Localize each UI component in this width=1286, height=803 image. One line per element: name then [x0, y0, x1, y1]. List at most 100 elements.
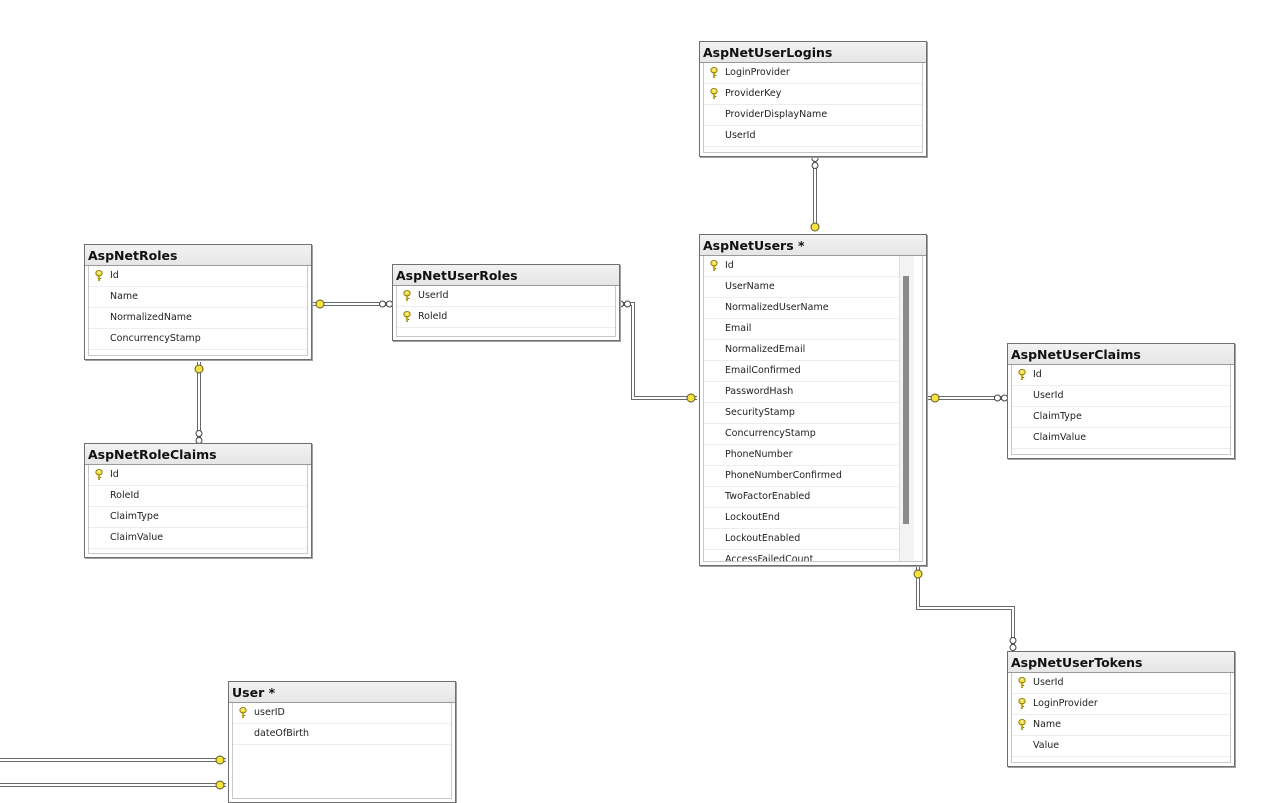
one-end-marker: [315, 299, 325, 309]
table-title[interactable]: AspNetUserTokens: [1008, 652, 1234, 673]
column-row[interactable]: LockoutEnd: [704, 508, 900, 529]
table-title[interactable]: AspNetUserClaims: [1008, 344, 1234, 365]
column-row[interactable]: AccessFailedCount: [704, 550, 900, 561]
table-title[interactable]: AspNetUserLogins: [700, 42, 926, 63]
column-row[interactable]: ClaimType: [1012, 407, 1230, 428]
relationship-line[interactable]: [913, 566, 1017, 651]
column-row[interactable]: ConcurrencyStamp: [704, 424, 900, 445]
relationship-line[interactable]: [0, 780, 226, 790]
relationship-line[interactable]: [810, 155, 820, 232]
many-end-marker: [994, 394, 1001, 402]
column-row[interactable]: Name: [1012, 715, 1230, 736]
column-row[interactable]: NormalizedName: [89, 308, 307, 329]
column-row[interactable]: Id: [89, 266, 307, 287]
column-row[interactable]: NormalizedEmail: [704, 340, 900, 361]
relationship-line[interactable]: [927, 393, 1008, 403]
column-name: ConcurrencyStamp: [110, 333, 201, 344]
row-selector: [707, 553, 721, 561]
many-end-marker: [1009, 637, 1017, 644]
column-row[interactable]: PasswordHash: [704, 382, 900, 403]
table-title[interactable]: AspNetUserRoles: [393, 265, 619, 286]
primary-key-icon: [707, 66, 721, 79]
table-title[interactable]: AspNetRoles: [85, 245, 311, 266]
column-row[interactable]: ClaimValue: [89, 528, 307, 549]
column-name: UserId: [1033, 390, 1064, 401]
one-end-marker: [215, 780, 225, 790]
column-row[interactable]: LoginProvider: [1012, 694, 1230, 715]
column-row[interactable]: ProviderKey: [704, 84, 922, 105]
column-name: Id: [725, 260, 734, 271]
row-selector: [707, 511, 721, 524]
row-selector: [707, 532, 721, 545]
column-row[interactable]: EmailConfirmed: [704, 361, 900, 382]
column-row[interactable]: UserId: [1012, 386, 1230, 407]
column-row[interactable]: SecurityStamp: [704, 403, 900, 424]
relationship-line[interactable]: [312, 299, 393, 309]
row-selector: [707, 469, 721, 482]
column-row[interactable]: Value: [1012, 736, 1230, 757]
relationship-line[interactable]: [0, 755, 226, 765]
column-row[interactable]: RoleId: [89, 486, 307, 507]
column-row[interactable]: LockoutEnabled: [704, 529, 900, 550]
relationship-line[interactable]: [194, 362, 204, 444]
column-row[interactable]: RoleId: [397, 307, 615, 328]
column-row[interactable]: ConcurrencyStamp: [89, 329, 307, 350]
column-row[interactable]: NormalizedUserName: [704, 298, 900, 319]
column-row[interactable]: UserId: [1012, 673, 1230, 694]
column-name: ProviderDisplayName: [725, 109, 828, 120]
table-title[interactable]: AspNetRoleClaims: [85, 444, 311, 465]
column-name: RoleId: [418, 311, 448, 322]
column-row[interactable]: Id: [704, 256, 900, 277]
column-row[interactable]: Name: [89, 287, 307, 308]
column-row[interactable]: dateOfBirth: [233, 724, 451, 745]
column-row[interactable]: PhoneNumber: [704, 445, 900, 466]
column-row[interactable]: LoginProvider: [704, 63, 922, 84]
column-name: Id: [1033, 369, 1042, 380]
row-selector: [236, 727, 250, 740]
relationship-line[interactable]: [617, 300, 698, 403]
column-row[interactable]: ProviderDisplayName: [704, 105, 922, 126]
column-row[interactable]: Email: [704, 319, 900, 340]
column-name: SecurityStamp: [725, 407, 795, 418]
one-end-marker: [913, 569, 923, 579]
column-row[interactable]: TwoFactorEnabled: [704, 487, 900, 508]
row-selector: [1015, 410, 1029, 423]
primary-key-icon: [92, 468, 106, 481]
column-name: PhoneNumber: [725, 449, 793, 460]
column-name: UserId: [418, 290, 449, 301]
table-title[interactable]: User *: [229, 682, 455, 703]
column-row[interactable]: UserName: [704, 277, 900, 298]
row-selector: [707, 108, 721, 121]
column-name: Name: [1033, 719, 1062, 730]
table-title[interactable]: AspNetUsers *: [700, 235, 926, 256]
row-selector: [707, 427, 721, 440]
column-row[interactable]: Id: [89, 465, 307, 486]
row-selector: [707, 490, 721, 503]
column-row[interactable]: ClaimValue: [1012, 428, 1230, 449]
primary-key-icon: [707, 259, 721, 272]
column-name: userID: [254, 707, 285, 718]
row-selector: [92, 290, 106, 303]
many-end-marker: [379, 300, 386, 308]
table-user[interactable]: User * userID dateOfBirth: [228, 681, 456, 803]
vertical-scrollbar[interactable]: [899, 256, 914, 561]
primary-key-icon: [236, 706, 250, 719]
scrollbar-thumb[interactable]: [903, 276, 909, 524]
column-row[interactable]: UserId: [704, 126, 922, 147]
column-row[interactable]: PhoneNumberConfirmed: [704, 466, 900, 487]
column-row[interactable]: Id: [1012, 365, 1230, 386]
column-row[interactable]: ClaimType: [89, 507, 307, 528]
column-row[interactable]: userID: [233, 703, 451, 724]
column-name: Id: [110, 270, 119, 281]
column-row[interactable]: UserId: [397, 286, 615, 307]
